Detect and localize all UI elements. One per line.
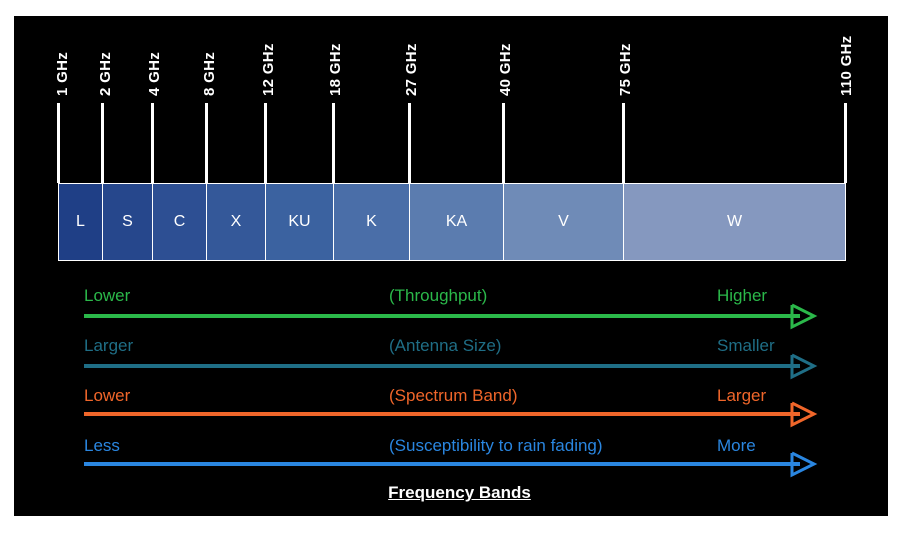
throughput-right-label: Higher (717, 286, 768, 305)
arrow-head (790, 401, 818, 428)
band-x: X (206, 183, 266, 261)
throughput-label: (Throughput) (389, 286, 488, 305)
band-c: C (152, 183, 207, 261)
frequency-tick (57, 103, 60, 183)
diagram-caption: Frequency Bands (388, 483, 531, 502)
rain-fade-label: (Susceptibility to rain fading) (389, 436, 603, 455)
frequency-tick (622, 103, 625, 183)
band-v: V (503, 183, 624, 261)
frequency-tick (101, 103, 104, 183)
frequency-tick (205, 103, 208, 183)
arrow-head (790, 451, 818, 478)
band-w: W (623, 183, 846, 261)
frequency-tick (151, 103, 154, 183)
spectrum-label: (Spectrum Band) (389, 386, 518, 405)
frequency-tick (502, 103, 505, 183)
spectrum-left-label: Lower (84, 386, 131, 405)
rain-fade-arrow (84, 451, 818, 478)
frequency-tick (332, 103, 335, 183)
throughput-arrow (84, 303, 818, 330)
band-ka: KA (409, 183, 504, 261)
rain-fade-right-label: More (717, 436, 756, 455)
throughput-left-label: Lower (84, 286, 131, 305)
antenna-label: (Antenna Size) (389, 336, 502, 355)
rain-fade-left-label: Less (84, 436, 120, 455)
band-k: K (333, 183, 410, 261)
spectrum-right-label: Larger (717, 386, 767, 405)
spectrum-arrow (84, 401, 818, 428)
antenna-arrow (84, 353, 818, 380)
arrow-head (790, 303, 818, 330)
antenna-left-label: Larger (84, 336, 134, 355)
frequency-tick (408, 103, 411, 183)
band-ku: KU (265, 183, 334, 261)
frequency-tick (844, 103, 847, 183)
band-s: S (102, 183, 153, 261)
frequency-tick (264, 103, 267, 183)
antenna-right-label: Smaller (717, 336, 775, 355)
arrow-head (790, 353, 818, 380)
diagram-panel (14, 16, 888, 516)
